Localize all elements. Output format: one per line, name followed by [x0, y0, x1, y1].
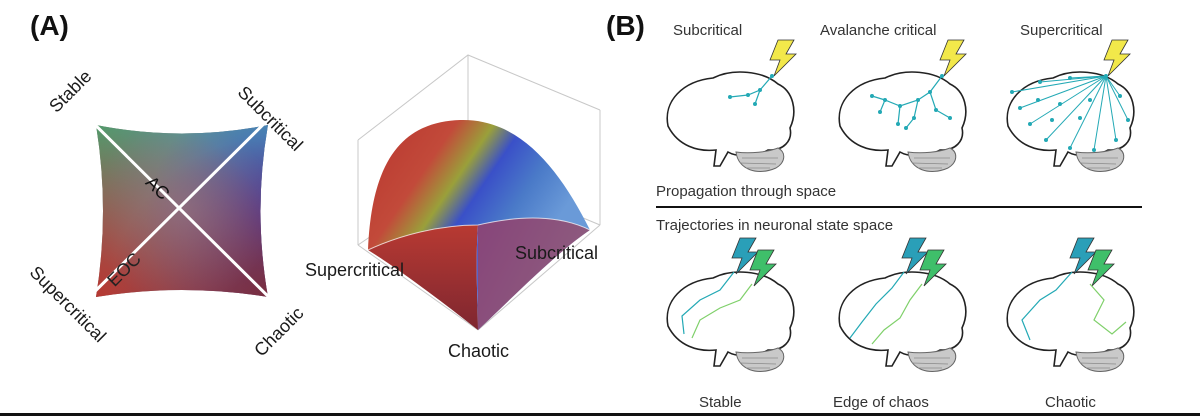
section-divider — [656, 206, 1142, 208]
brain-stable — [666, 271, 795, 373]
bolt-supercritical — [1103, 39, 1131, 77]
brain-chaotic — [1006, 271, 1135, 373]
top-title-1: Subcritical — [673, 22, 743, 39]
network-supercritical — [1011, 75, 1129, 151]
surface-label-subcritical: Subcritical — [515, 243, 599, 263]
bottom-title-2: Edge of chaos — [833, 394, 929, 411]
bottom-title-3: Chaotic — [1045, 394, 1096, 411]
section-label-propagation: Propagation through space — [656, 183, 837, 200]
brain-avalanche-critical — [838, 71, 967, 173]
trajectories-chaotic — [1021, 271, 1127, 341]
brain-diagrams — [666, 39, 1135, 373]
panel-a-label: (A) — [30, 10, 69, 41]
network-subcritical — [729, 75, 773, 105]
panel-b-label: (B) — [606, 10, 645, 41]
trajectories-stable — [681, 271, 753, 339]
top-title-3: Supercritical — [1020, 22, 1103, 39]
top-title-2: Avalanche critical — [820, 22, 937, 39]
brain-supercritical — [1006, 71, 1135, 173]
trajectories-edge — [849, 271, 923, 345]
surface-plot — [357, 54, 601, 331]
panel-a: (A) — [26, 10, 601, 361]
bolt-avalanche — [939, 39, 967, 77]
diagonal-anti — [56, 86, 302, 330]
bottom-title-1: Stable — [699, 394, 742, 411]
surface-label-chaotic: Chaotic — [448, 341, 510, 361]
panel-b: (B) Subcritical Avalanche critical Super… — [600, 0, 1200, 416]
bolt-subcritical — [769, 39, 797, 77]
brain-subcritical — [666, 71, 795, 173]
phase-square — [56, 86, 302, 330]
section-label-trajectories: Trajectories in neuronal state space — [656, 217, 894, 234]
bottom-border — [0, 413, 1200, 416]
surface-label-supercritical: Supercritical — [305, 260, 405, 280]
brain-edge-of-chaos — [838, 271, 967, 373]
